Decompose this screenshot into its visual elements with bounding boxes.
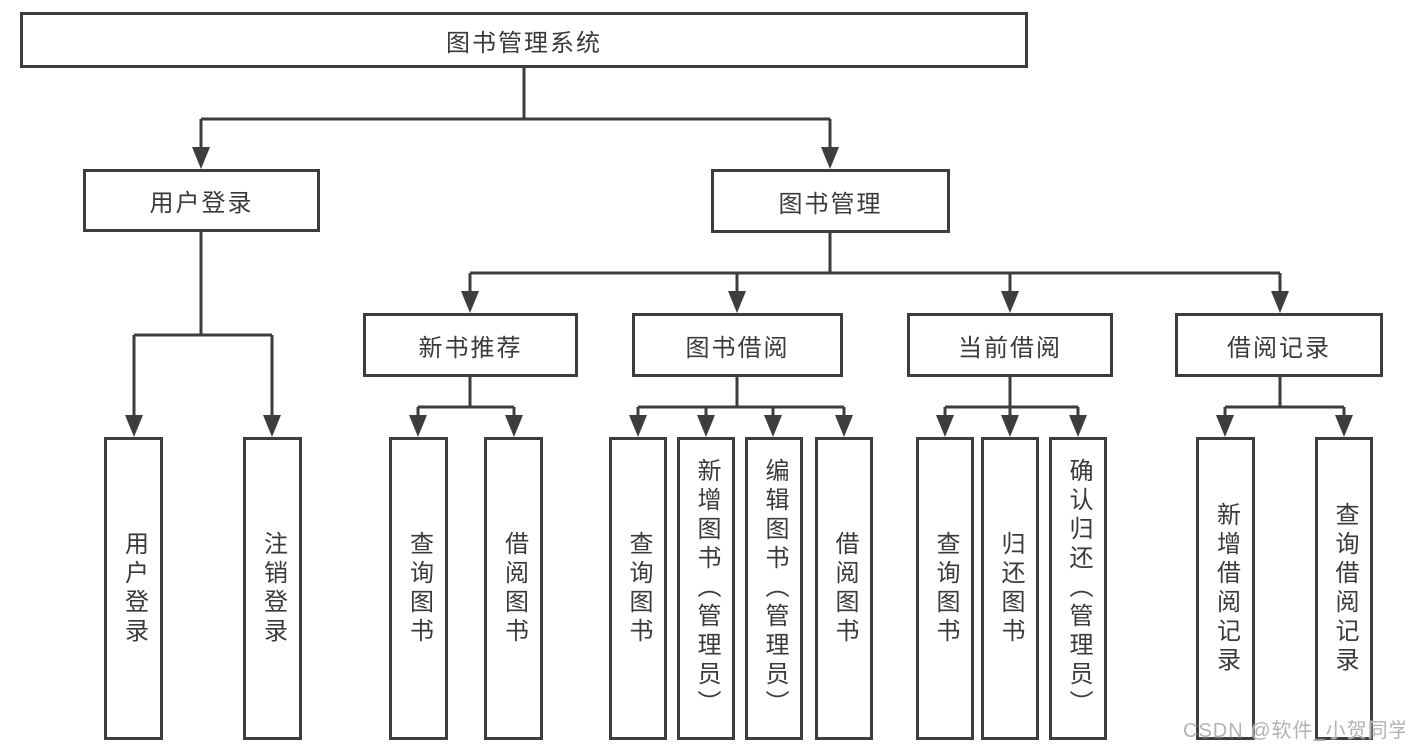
node-user-login: 用户登录 [83, 169, 320, 232]
leaf-query-books-borrow: 查询图书 [609, 437, 667, 740]
leaf-query-books-recommend-label: 查询图书 [405, 530, 433, 647]
leaf-edit-books-admin: 编辑图书（管理员） [745, 437, 803, 740]
leaf-query-borrow-record: 查询借阅记录 [1315, 437, 1373, 740]
leaf-add-borrow-record: 新增借阅记录 [1196, 437, 1255, 740]
node-borrow-records: 借阅记录 [1175, 313, 1383, 377]
leaf-return-books: 归还图书 [981, 437, 1039, 740]
node-book-borrow: 图书借阅 [632, 313, 843, 377]
leaf-query-books-recommend: 查询图书 [389, 437, 448, 740]
leaf-user-login-label: 用户登录 [120, 530, 148, 647]
leaf-borrow-books-label: 借阅图书 [831, 530, 858, 647]
node-root: 图书管理系统 [20, 12, 1028, 68]
leaf-query-borrow-record-label: 查询借阅记录 [1331, 501, 1358, 676]
leaf-add-books-admin: 新增图书（管理员） [677, 437, 735, 740]
node-current-borrow-label: 当前借阅 [958, 334, 1062, 362]
node-current-borrow: 当前借阅 [907, 313, 1113, 377]
leaf-edit-books-admin-label: 编辑图书（管理员） [761, 458, 788, 719]
node-user-login-label: 用户登录 [149, 190, 254, 217]
node-borrow-records-label: 借阅记录 [1227, 334, 1331, 362]
leaf-logout: 注销登录 [243, 437, 302, 740]
node-book-management: 图书管理 [711, 169, 950, 233]
node-new-book-recommend: 新书推荐 [363, 313, 578, 377]
leaf-query-books-current-label: 查询图书 [932, 530, 959, 647]
leaf-logout-label: 注销登录 [259, 530, 287, 647]
leaf-confirm-return-admin-label: 确认归还（管理员） [1065, 458, 1092, 719]
leaf-confirm-return-admin: 确认归还（管理员） [1049, 437, 1107, 740]
leaf-query-books-borrow-label: 查询图书 [625, 530, 652, 647]
node-book-borrow-label: 图书借阅 [685, 334, 790, 362]
leaf-borrow-books: 借阅图书 [815, 437, 873, 740]
node-root-label: 图书管理系统 [446, 29, 602, 57]
leaf-query-books-current: 查询图书 [916, 437, 974, 740]
leaf-add-books-admin-label: 新增图书（管理员） [693, 458, 720, 719]
node-book-management-label: 图书管理 [778, 190, 883, 218]
leaf-add-borrow-record-label: 新增借阅记录 [1212, 501, 1240, 676]
node-new-book-recommend-label: 新书推荐 [418, 334, 523, 362]
csdn-watermark: CSDN @软件_小贺同学 [1183, 720, 1405, 742]
leaf-borrow-books-recommend-label: 借阅图书 [500, 530, 528, 647]
leaf-user-login: 用户登录 [104, 437, 163, 740]
leaf-borrow-books-recommend: 借阅图书 [484, 437, 543, 740]
leaf-return-books-label: 归还图书 [997, 530, 1024, 647]
